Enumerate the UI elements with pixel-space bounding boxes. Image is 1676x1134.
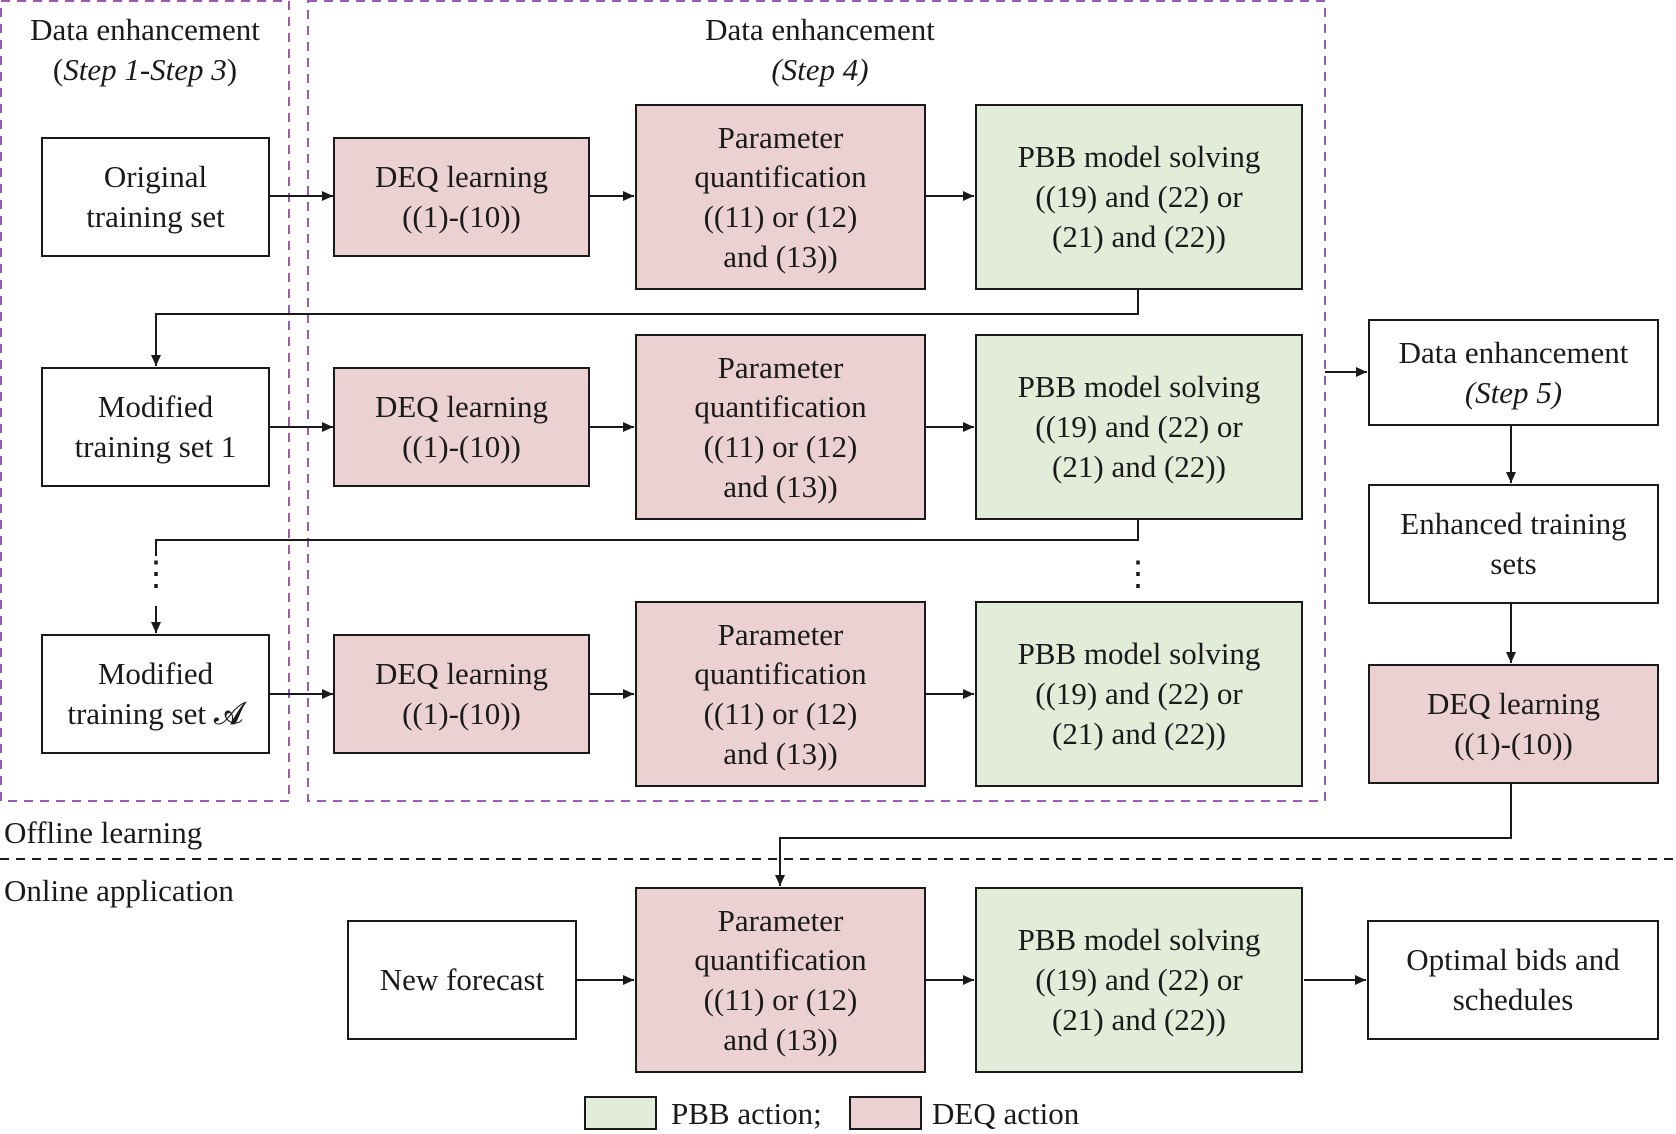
region-step-4: [307, 0, 1326, 802]
pbb-model-solving-box-row3: PBB model solving((19) and (22) or(21) a…: [975, 601, 1303, 787]
deq-learning-box-row2: DEQ learning((1)-(10)): [333, 367, 590, 487]
pbb-model-solving-box-online: PBB model solving((19) and (22) or(21) a…: [975, 887, 1303, 1073]
legend-label-deq: DEQ action: [932, 1096, 1080, 1131]
pbb-model-solving-box-row2: PBB model solving((19) and (22) or(21) a…: [975, 334, 1303, 520]
region-steps-1-3-title: Data enhancement (Step 1-Step 3): [30, 12, 260, 87]
offline-learning-label: Offline learning: [4, 815, 203, 850]
deq-learning-box-final: DEQ learning((1)-(10)): [1368, 664, 1659, 784]
deq-learning-box-row1: DEQ learning((1)-(10)): [333, 137, 590, 257]
region-step-4-title: Data enhancement (Step 4): [705, 12, 935, 87]
legend-swatch-deq: [849, 1096, 922, 1130]
pbb-model-solving-box-row1: PBB model solving((19) and (22) or(21) a…: [975, 104, 1303, 290]
data-enhancement-step-5-box: Data enhancement(Step 5): [1368, 319, 1659, 426]
online-application-label: Online application: [4, 873, 234, 908]
legend-swatch-pbb: [584, 1096, 657, 1130]
new-forecast-box: New forecast: [347, 920, 577, 1040]
deq-learning-box-row3: DEQ learning((1)-(10)): [333, 634, 590, 754]
ellipsis-left: ⋮: [139, 556, 173, 593]
legend-label-pbb: PBB action;: [671, 1096, 822, 1131]
ellipsis-right: ⋮: [1121, 556, 1155, 593]
region-steps-1-3: [0, 0, 290, 802]
